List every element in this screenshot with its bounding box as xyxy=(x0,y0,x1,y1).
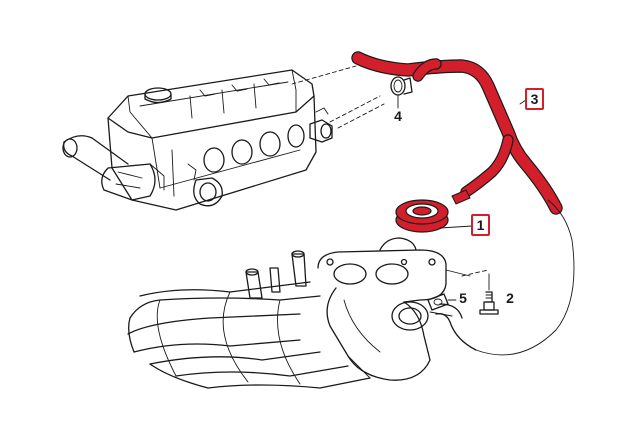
callout-1: 1 xyxy=(471,214,490,236)
intake-manifold xyxy=(127,199,575,389)
callout-2-label: 2 xyxy=(506,290,514,306)
callout-3-box xyxy=(525,88,544,110)
leader-line-bolt xyxy=(461,269,489,277)
callout-4-label: 4 xyxy=(394,108,402,124)
grommet-inner xyxy=(412,206,432,216)
callout-1-label: 1 xyxy=(477,217,485,233)
vent-hose-nozzle xyxy=(451,189,471,205)
leader-line-5b xyxy=(429,311,453,317)
clamp xyxy=(427,293,449,311)
leader-line-1 xyxy=(439,225,473,229)
hose-clamp xyxy=(390,76,413,96)
leader-line-fitting-2 xyxy=(337,103,385,129)
vent-hose xyxy=(351,51,563,215)
cylinder-head xyxy=(62,69,333,211)
grommet xyxy=(395,199,449,233)
callout-3: 3 xyxy=(525,88,544,110)
callout-3-label: 3 xyxy=(531,91,539,107)
callout-5-label: 5 xyxy=(459,290,467,306)
leader-line-head xyxy=(291,65,357,85)
leader-line-fitting xyxy=(329,95,381,123)
vent-hose-branch xyxy=(461,135,513,197)
callout-1-box xyxy=(471,214,490,236)
bolt xyxy=(479,291,499,315)
vent-hose-main-outline xyxy=(351,51,563,215)
vent-hose-stub xyxy=(413,59,441,81)
vent-hose-main xyxy=(352,52,562,214)
